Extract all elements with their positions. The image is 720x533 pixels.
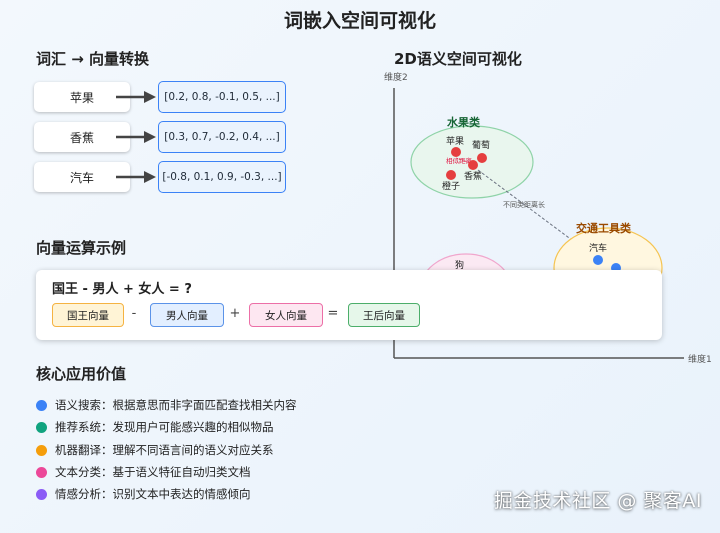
list-item-sentiment: 情感分析：识别文本中表达的情感倾向 — [36, 485, 251, 503]
list-item-text: 情感分析：识别文本中表达的情感倾向 — [55, 487, 251, 501]
arrow-right-icon — [116, 131, 156, 143]
list-item-recommendation: 推荐系统：发现用户可能感兴趣的相似物品 — [36, 418, 274, 436]
bullet-dot-icon — [36, 466, 47, 478]
point-car — [593, 255, 603, 265]
list-item-semantic-search: 语义搜索：根据意思而非字面匹配查找相关内容 — [36, 396, 297, 414]
fruit-cluster-label: 水果类 — [447, 115, 481, 129]
arrow-right-icon — [116, 91, 156, 103]
chip-queen-vector: 王后向量 — [348, 303, 420, 327]
word-box-car: 汽车 — [34, 162, 130, 192]
point-apple — [451, 147, 461, 157]
page-title: 词嵌入空间可视化 — [283, 10, 436, 32]
bullet-dot-icon — [36, 444, 47, 456]
transport-cluster-label: 交通工具类 — [576, 221, 632, 235]
cross-category-distance-note: 不同类距离长 — [503, 200, 545, 209]
chip-woman-vector: 女人向量 — [249, 303, 323, 327]
bullet-dot-icon — [36, 488, 47, 500]
fruit-word-banana: 香蕉 — [464, 170, 482, 182]
word-box-apple: 苹果 — [34, 82, 130, 112]
point-banana — [468, 160, 478, 170]
list-item-text: 文本分类：基于语义特征自动归类文档 — [55, 465, 251, 479]
fruit-word-apple: 苹果 — [446, 135, 464, 147]
vector-ops-card: 国王 - 男人 + 女人 = ? 国王向量 - 男人向量 + 女人向量 = 王后… — [36, 270, 662, 340]
animal-word-dog: 狗 — [455, 259, 464, 271]
vector-box-banana: [0.3, 0.7, -0.2, 0.4, ...] — [158, 121, 286, 153]
operator-equals: = — [327, 306, 339, 321]
list-item-text: 机器翻译：理解不同语言间的语义对应关系 — [55, 443, 274, 457]
word-vector-heading: 词汇 → 向量转换 — [36, 50, 150, 68]
vector-ops-heading: 向量运算示例 — [36, 239, 127, 257]
list-item-text: 语义搜索：根据意思而非字面匹配查找相关内容 — [55, 398, 297, 412]
bullet-dot-icon — [36, 399, 47, 411]
list-item-text: 推荐系统：发现用户可能感兴趣的相似物品 — [55, 420, 274, 434]
operator-minus: - — [131, 306, 137, 321]
similar-distance-note: 相似距离 — [446, 156, 473, 165]
applications-heading: 核心应用价值 — [36, 365, 127, 383]
plot-heading: 2D语义空间可视化 — [394, 50, 522, 68]
vector-equation: 国王 - 男人 + 女人 = ? — [52, 282, 192, 297]
x-axis-label: 维度1 — [688, 353, 712, 365]
chip-king-vector: 国王向量 — [52, 303, 124, 327]
vector-box-apple: [0.2, 0.8, -0.1, 0.5, ...] — [158, 81, 286, 113]
arrow-right-icon — [116, 171, 156, 183]
list-item-classification: 文本分类：基于语义特征自动归类文档 — [36, 463, 251, 481]
point-orange — [446, 170, 456, 180]
transport-word-car: 汽车 — [589, 242, 607, 254]
operator-plus: + — [229, 306, 241, 321]
point-grape — [477, 153, 487, 163]
watermark: 掘金技术社区 @ 聚客AI — [493, 490, 702, 512]
bullet-dot-icon — [36, 421, 47, 433]
fruit-word-orange: 橙子 — [442, 180, 460, 192]
word-box-banana: 香蕉 — [34, 122, 130, 152]
list-item-translation: 机器翻译：理解不同语言间的语义对应关系 — [36, 441, 274, 459]
fruit-word-grape: 葡萄 — [472, 139, 490, 151]
y-axis-label: 维度2 — [384, 71, 408, 83]
vector-box-car: [-0.8, 0.1, 0.9, -0.3, ...] — [158, 161, 286, 193]
chip-man-vector: 男人向量 — [150, 303, 224, 327]
